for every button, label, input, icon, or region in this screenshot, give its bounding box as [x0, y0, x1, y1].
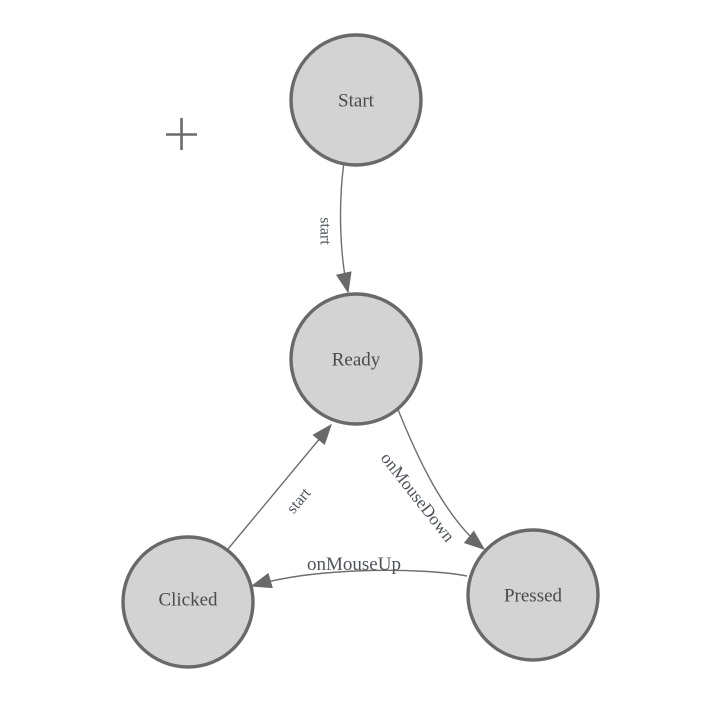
state-circle[interactable] — [289, 33, 423, 167]
transition-edge-pressed-to-clicked[interactable] — [250, 569, 468, 589]
state-label: Pressed — [504, 586, 563, 607]
state-circle[interactable] — [466, 528, 600, 662]
state-circle[interactable] — [289, 292, 423, 426]
state-circle[interactable] — [121, 535, 255, 669]
transition-edge-ready-to-pressed[interactable] — [396, 406, 486, 550]
state-node-start[interactable]: Start — [289, 33, 423, 167]
transition-edge-clicked-to-ready[interactable] — [227, 423, 332, 550]
state-label: Start — [338, 91, 375, 112]
state-node-ready[interactable]: Ready — [289, 292, 423, 426]
states-layer: Start Ready Clicked Pressed — [121, 33, 600, 669]
transition-label: onMouseUp — [307, 554, 401, 575]
state-node-clicked[interactable]: Clicked — [121, 535, 255, 669]
crosshair-cursor-icon — [166, 118, 197, 150]
state-label: Ready — [332, 350, 381, 371]
transition-label: start — [317, 217, 334, 245]
state-label: Clicked — [158, 590, 218, 611]
transition-edge-start-to-ready[interactable] — [335, 161, 352, 294]
state-node-pressed[interactable]: Pressed — [466, 528, 600, 662]
